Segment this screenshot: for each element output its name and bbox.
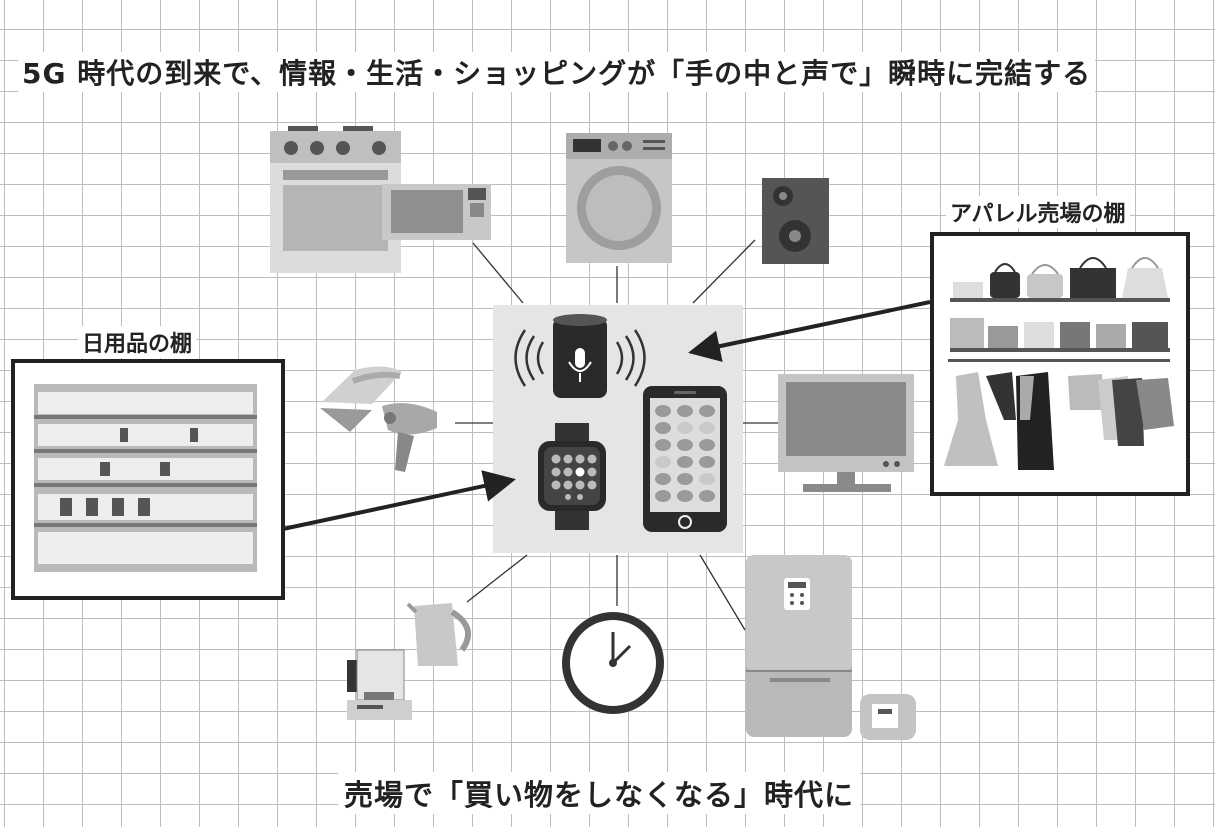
folded-shirts <box>950 318 1168 348</box>
hanging-clothes <box>944 372 1174 470</box>
smart-speaker-icon <box>514 314 646 398</box>
apparel-shelf-label: アパレル売場の棚 <box>946 196 1130 228</box>
arrow-apparel-to-hub <box>688 300 931 362</box>
washing-machine-icon <box>566 133 672 263</box>
headline-title: 5G 時代の到来で、情報・生活・ショッピングが「手の中と声で」瞬時に完結する <box>18 52 1096 92</box>
wall-clock-icon <box>562 612 664 714</box>
iron-hairdryer-icon <box>320 366 437 472</box>
daily-goods-shelf-illustration <box>11 359 285 600</box>
smart-device-hub <box>493 305 743 553</box>
daily-goods-shelf-label: 日用品の棚 <box>78 326 197 358</box>
smartwatch-icon <box>538 423 606 530</box>
footer-caption: 売場で「買い物をしなくなる」時代に <box>338 772 861 814</box>
audio-speaker-icon <box>762 178 829 264</box>
oven-microwave-icon <box>270 126 491 273</box>
handbags <box>953 257 1168 298</box>
apparel-shelf-illustration <box>930 232 1190 496</box>
refrigerator-ricecooker-icon <box>746 555 916 740</box>
kettle-coffeemaker-icon <box>347 602 472 720</box>
connector-lines <box>455 239 778 631</box>
arrow-daily-goods-to-hub <box>282 470 516 531</box>
television-icon <box>778 374 914 492</box>
smartphone-icon <box>643 386 727 532</box>
